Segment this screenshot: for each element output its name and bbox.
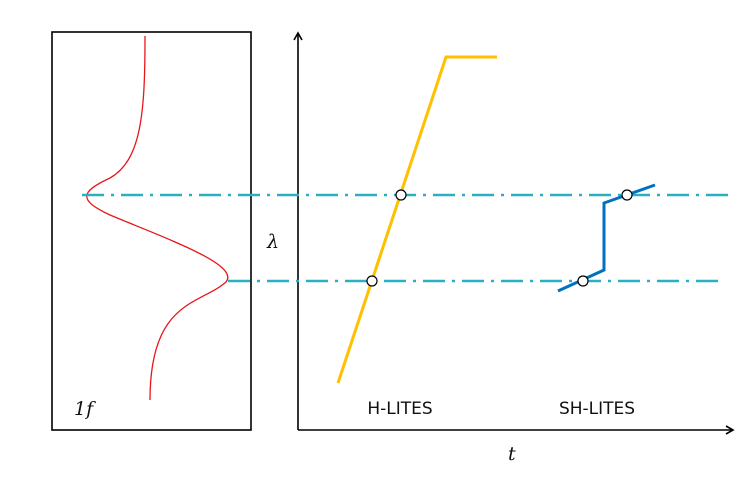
x-axis-label: t bbox=[508, 443, 516, 465]
h-lites-marker-upper bbox=[395, 189, 407, 201]
sh-lites-marker-lower bbox=[577, 275, 589, 287]
spectrum-curve bbox=[86, 35, 229, 401]
sh-lites-line bbox=[557, 183, 656, 293]
y-axis-label: λ bbox=[266, 231, 279, 253]
panel-label: 1f bbox=[74, 398, 96, 420]
spectrum-panel bbox=[51, 31, 252, 431]
h-lites-marker-lower bbox=[366, 275, 378, 287]
sh-lites-marker-upper bbox=[621, 189, 633, 201]
h-lites-line bbox=[336, 55, 497, 384]
h-lites-label: H-LITES bbox=[367, 399, 432, 419]
sh-lites-label: SH-LITES bbox=[559, 399, 635, 419]
